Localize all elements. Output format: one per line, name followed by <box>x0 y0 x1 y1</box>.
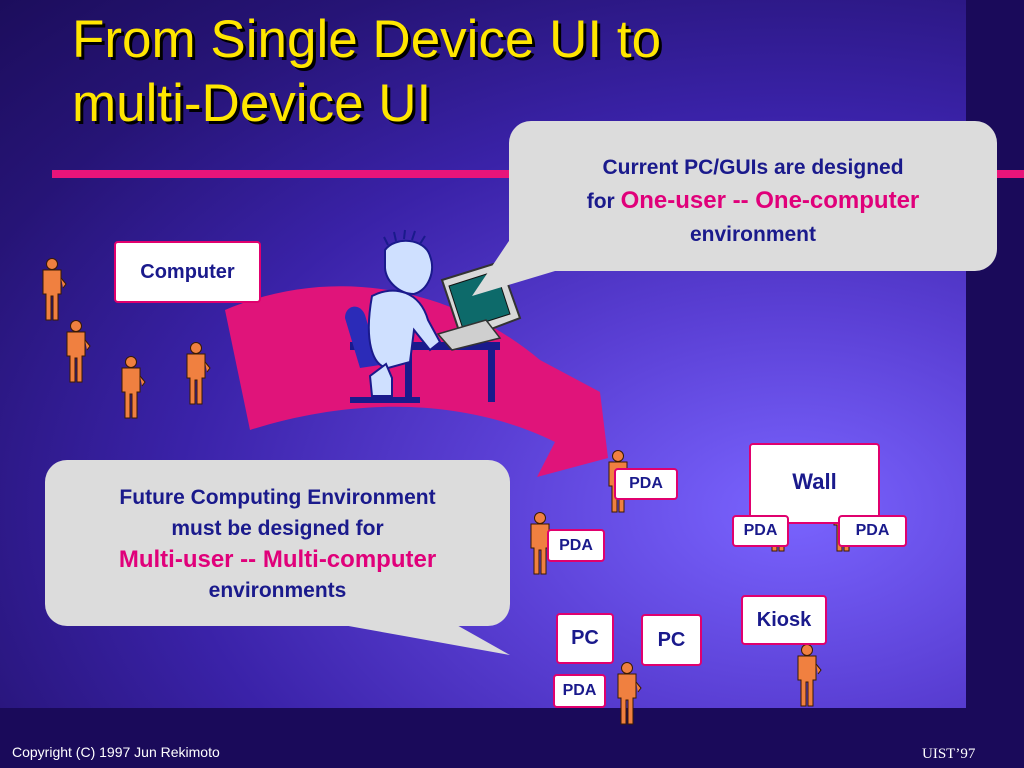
callout-top-line-2: for One-user -- One-computer <box>509 184 997 218</box>
callout-current-pc: Current PC/GUIs are designed for One-use… <box>509 121 997 271</box>
title-line-1: From Single Device UI to <box>72 10 662 69</box>
bottom-bar <box>0 708 1024 768</box>
seated-user <box>367 229 442 397</box>
callout-bottom-line-4: environments <box>208 579 347 602</box>
callout-top-line-1: Current PC/GUIs are designed <box>602 156 904 179</box>
computer-label: Computer <box>114 241 261 303</box>
pc-label-1: PC <box>556 613 614 664</box>
transition-arrow <box>225 286 608 477</box>
person-figure-2 <box>66 320 91 383</box>
person-figure-9 <box>617 662 642 725</box>
desk <box>350 342 500 403</box>
pda-label-4: PDA <box>838 515 907 547</box>
footer-venue: UIST’97 <box>922 746 976 762</box>
wall-label: Wall <box>749 443 880 524</box>
pda-label-3: PDA <box>732 515 789 547</box>
callout-bottom-line-1: Future Computing Environment <box>119 486 436 509</box>
chair <box>345 306 380 368</box>
person-figure-3 <box>121 356 146 419</box>
title-line-2: multi-Device UI <box>72 74 432 133</box>
person-figure-4 <box>186 342 211 405</box>
callout-bottom-highlight: Multi-user -- Multi-computer <box>118 546 437 573</box>
callout-bottom-line-2: must be designed for <box>171 517 384 540</box>
callout-future: Future Computing Environment must be des… <box>45 460 510 626</box>
callout-top-highlight: One-user -- One-computer <box>620 187 920 214</box>
person-figure-10 <box>797 644 822 707</box>
right-bar <box>966 0 1024 708</box>
callout-top-prefix: for <box>586 190 615 213</box>
callout-top-line-3: environment <box>689 223 817 246</box>
kiosk-label: Kiosk <box>741 595 827 645</box>
pc-label-2: PC <box>641 614 702 666</box>
footer-copyright: Copyright (C) 1997 Jun Rekimoto <box>12 744 220 760</box>
pda-label-1: PDA <box>614 468 678 500</box>
pda-label-5: PDA <box>553 674 606 708</box>
slide-title: From Single Device UI to multi-Device UI <box>72 8 661 136</box>
person-figure-1 <box>42 258 67 321</box>
pda-label-2: PDA <box>547 529 605 562</box>
